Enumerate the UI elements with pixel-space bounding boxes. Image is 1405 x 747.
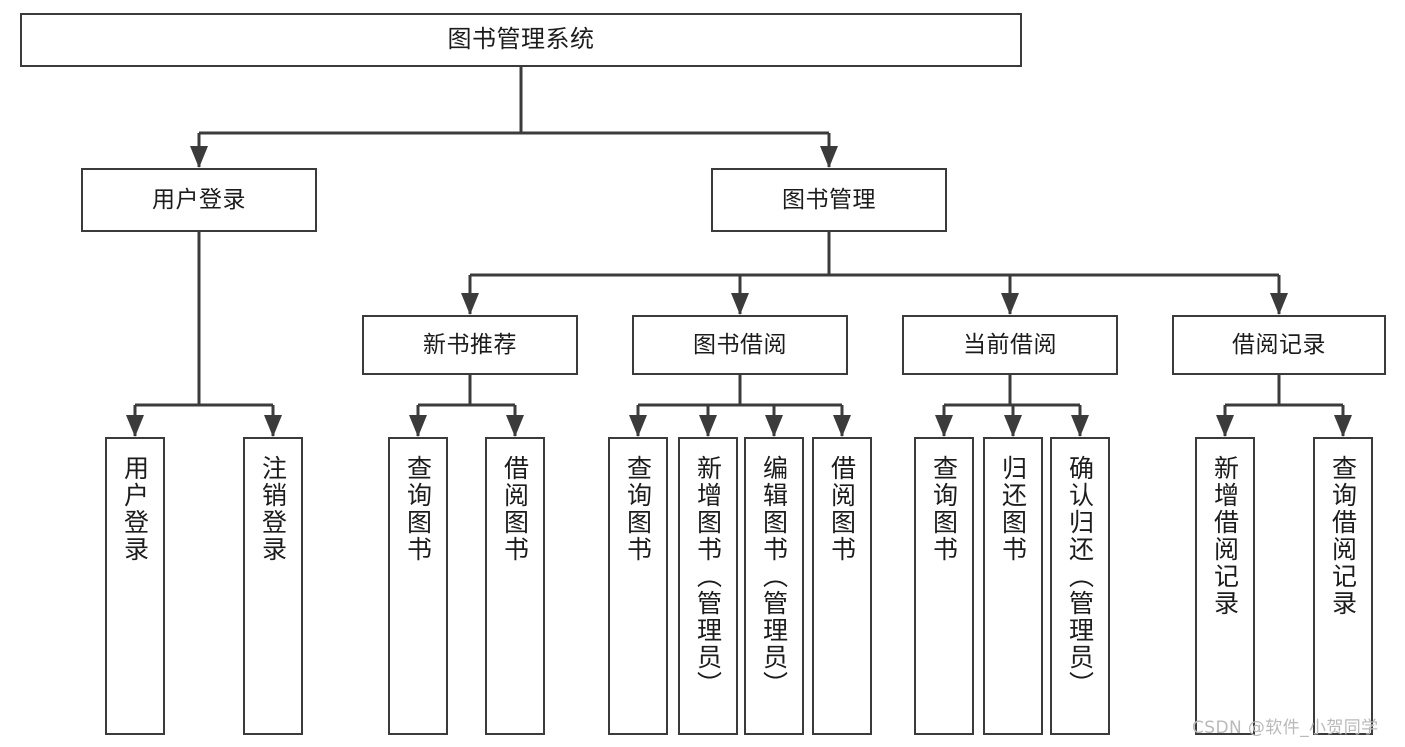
- node-leaf-query-book-current[interactable]: 查询图书: [914, 437, 974, 735]
- node-label: 新增借阅记录: [1210, 455, 1240, 617]
- node-leaf-return-book[interactable]: 归还图书: [983, 437, 1043, 735]
- node-label: 查询图书: [403, 455, 433, 563]
- connector-arrowhead: [461, 293, 479, 315]
- node-leaf-add-borrow-record[interactable]: 新增借阅记录: [1195, 437, 1255, 735]
- connector-arrowhead: [1004, 415, 1022, 437]
- watermark: CSDN @软件_小贺同学: [1192, 718, 1379, 738]
- connector-arrowhead: [765, 415, 783, 437]
- node-label: 归还图书: [998, 455, 1028, 563]
- node-borrow-record[interactable]: 借阅记录: [1172, 315, 1386, 375]
- connector-arrowhead: [126, 415, 144, 437]
- node-leaf-query-book-recommend[interactable]: 查询图书: [388, 437, 448, 735]
- node-leaf-query-book-borrow[interactable]: 查询图书: [608, 437, 668, 735]
- node-book-management[interactable]: 图书管理: [711, 168, 947, 232]
- connector-arrowhead: [833, 415, 851, 437]
- node-label: 图书管理: [782, 186, 876, 213]
- node-leaf-borrow-book-recommend[interactable]: 借阅图书: [485, 437, 545, 735]
- node-label: 用户登录: [120, 455, 150, 563]
- node-label: 查询图书: [623, 455, 653, 563]
- node-label: 当前借阅: [963, 331, 1057, 358]
- node-book-borrow[interactable]: 图书借阅: [632, 315, 848, 375]
- node-label: 借阅图书: [500, 455, 530, 563]
- connector-arrowhead: [629, 415, 647, 437]
- connector-arrowhead: [1334, 415, 1352, 437]
- connector-arrowhead: [506, 415, 524, 437]
- node-leaf-add-book-admin[interactable]: 新增图书（管理员）: [678, 437, 738, 735]
- node-leaf-logout[interactable]: 注销登录: [243, 437, 303, 735]
- node-new-book-recommend[interactable]: 新书推荐: [362, 315, 578, 375]
- node-current-borrow[interactable]: 当前借阅: [902, 315, 1118, 375]
- node-leaf-query-borrow-record[interactable]: 查询借阅记录: [1313, 437, 1373, 735]
- connector-arrowhead: [1001, 293, 1019, 315]
- connector-arrowhead: [190, 146, 208, 168]
- connector-arrowhead: [1216, 415, 1234, 437]
- node-leaf-confirm-return-admin[interactable]: 确认归还（管理员）: [1050, 437, 1110, 735]
- connector-arrowhead: [409, 415, 427, 437]
- node-leaf-edit-book-admin[interactable]: 编辑图书（管理员）: [744, 437, 804, 735]
- connector-arrowhead: [264, 415, 282, 437]
- node-user-login[interactable]: 用户登录: [81, 168, 317, 232]
- node-label: 图书管理系统: [447, 25, 595, 54]
- node-leaf-borrow-book[interactable]: 借阅图书: [812, 437, 872, 735]
- connector-arrowhead: [820, 146, 838, 168]
- connector-arrowhead: [1270, 293, 1288, 315]
- node-label: 新书推荐: [423, 331, 517, 358]
- node-label: 确认归还（管理员）: [1065, 455, 1095, 698]
- node-label: 借阅记录: [1232, 331, 1326, 358]
- node-label: 查询图书: [929, 455, 959, 563]
- connector-arrowhead: [699, 415, 717, 437]
- node-label: 查询借阅记录: [1328, 455, 1358, 617]
- node-label: 编辑图书（管理员）: [759, 455, 789, 698]
- connector-arrowhead: [935, 415, 953, 437]
- node-label: 借阅图书: [827, 455, 857, 563]
- node-root[interactable]: 图书管理系统: [20, 13, 1022, 67]
- node-label: 新增图书（管理员）: [693, 455, 723, 698]
- connector-arrowhead: [731, 293, 749, 315]
- node-label: 用户登录: [152, 186, 246, 213]
- node-label: 注销登录: [258, 455, 288, 563]
- node-label: 图书借阅: [693, 331, 787, 358]
- connector-arrowhead: [1071, 415, 1089, 437]
- node-leaf-user-login[interactable]: 用户登录: [105, 437, 165, 735]
